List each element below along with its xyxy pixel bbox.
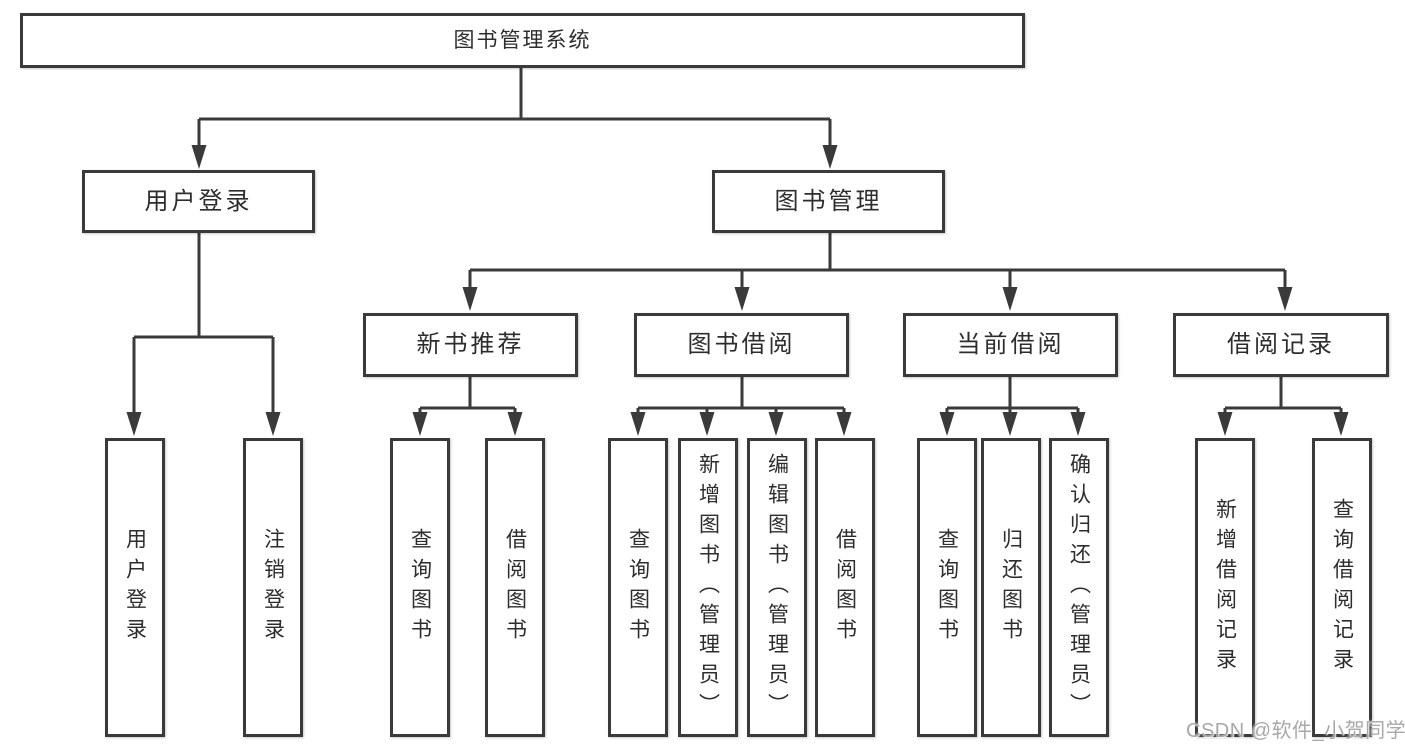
node-add-borrow-record: 新增借阅记录 bbox=[1195, 438, 1255, 737]
arrowhead-icon bbox=[1217, 412, 1233, 436]
arrowhead-icon bbox=[1277, 287, 1293, 311]
connector-user-login-split bbox=[132, 233, 275, 414]
node-add-books-admin: 新增图书（管理员） bbox=[678, 438, 738, 737]
arrowhead-icon bbox=[822, 145, 838, 169]
connector-new-book-split bbox=[418, 377, 517, 414]
node-return-books: 归还图书 bbox=[981, 438, 1041, 737]
connector-root-split bbox=[197, 68, 832, 148]
node-book-management: 图书管理 bbox=[712, 170, 945, 233]
arrowhead-icon bbox=[939, 412, 955, 436]
node-edit-books-admin: 编辑图书（管理员） bbox=[747, 438, 807, 737]
arrowhead-icon bbox=[836, 412, 852, 436]
arrowhead-icon bbox=[1002, 287, 1018, 311]
node-query-books-borrow: 查询图书 bbox=[608, 438, 668, 737]
connector-borrow-records-split bbox=[1223, 377, 1343, 414]
connector-current-borrow-split bbox=[945, 377, 1080, 414]
arrowhead-icon bbox=[1070, 412, 1086, 436]
arrowhead-icon bbox=[462, 287, 478, 311]
arrowhead-icon bbox=[699, 412, 715, 436]
node-query-books-current: 查询图书 bbox=[917, 438, 977, 737]
arrowhead-icon bbox=[507, 412, 523, 436]
arrowhead-icon bbox=[630, 412, 646, 436]
node-current-borrow: 当前借阅 bbox=[903, 313, 1118, 377]
node-borrow-books: 借阅图书 bbox=[815, 438, 875, 737]
arrowhead-icon bbox=[412, 412, 428, 436]
node-login: 用户登录 bbox=[105, 438, 165, 737]
arrowhead-icon bbox=[126, 412, 142, 436]
node-system: 图书管理系统 bbox=[20, 13, 1025, 68]
csdn-watermark: CSDN @软件_小贺同学 bbox=[1186, 720, 1405, 742]
node-borrow-records: 借阅记录 bbox=[1173, 313, 1389, 377]
node-book-borrow: 图书借阅 bbox=[634, 313, 849, 377]
node-query-books-rec: 查询图书 bbox=[390, 438, 450, 737]
connector-book-borrow-split bbox=[636, 377, 846, 414]
node-query-borrow-record: 查询借阅记录 bbox=[1312, 438, 1372, 737]
arrowhead-icon bbox=[768, 412, 784, 436]
arrowhead-icon bbox=[1333, 412, 1349, 436]
arrowhead-icon bbox=[191, 145, 207, 169]
arrowhead-icon bbox=[1002, 412, 1018, 436]
node-user-login-module: 用户登录 bbox=[82, 170, 315, 233]
node-new-book-rec: 新书推荐 bbox=[363, 313, 578, 377]
connector-book-mgmt-split bbox=[468, 233, 1287, 289]
node-logout: 注销登录 bbox=[243, 438, 303, 737]
node-confirm-return-admin: 确认归还（管理员） bbox=[1049, 438, 1109, 737]
arrowhead-icon bbox=[734, 287, 750, 311]
node-borrow-books-rec: 借阅图书 bbox=[485, 438, 545, 737]
arrowhead-icon bbox=[265, 412, 281, 436]
